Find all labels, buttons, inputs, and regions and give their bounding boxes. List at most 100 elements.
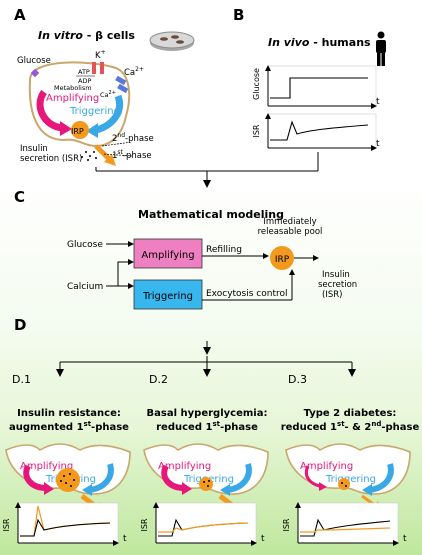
panel-d-letter: D xyxy=(14,316,26,334)
isr-label-c-3: (ISR) xyxy=(322,290,342,300)
amplifying-arrowhead xyxy=(60,121,72,136)
d1-label: D.1 xyxy=(12,373,31,386)
d1-amplifying-label: Amplifying xyxy=(20,461,73,472)
panel-b-title: In vivo - humans xyxy=(268,36,371,49)
amplifying-box xyxy=(133,238,203,269)
d3-t-label: t xyxy=(403,534,407,544)
ca-outer-label: Ca2+ xyxy=(124,66,144,78)
d1-title-2: augmented 1st-phase xyxy=(9,420,129,433)
calcium-to-amplifying xyxy=(117,259,134,286)
pool-label-2: releasable pool xyxy=(258,227,323,237)
subpanel-d2: D.2 Basal hyperglycemia: reduced 1st-pha… xyxy=(140,373,269,546)
triggering-box xyxy=(133,279,203,310)
d2-cell xyxy=(143,443,269,495)
cell-membrane xyxy=(28,61,131,148)
connector-ab-c xyxy=(95,152,319,188)
d3-title-2: reduced 1st- & 2nd-phase xyxy=(281,420,420,433)
triggering-arrowhead xyxy=(86,123,98,138)
d1-isr-trace-black xyxy=(20,518,111,537)
d2-title-2: reduced 1st-phase xyxy=(156,420,258,433)
ca-channel-icon-2 xyxy=(117,83,129,94)
isr-label-a-2: secretion (ISR) xyxy=(20,154,82,164)
isr-trace-b xyxy=(270,120,369,141)
amplifying-label-a: Amplifying xyxy=(46,93,99,104)
panel-b-letter: B xyxy=(233,6,244,24)
t-label-b1: t xyxy=(376,97,380,107)
d3-isr-trace-black xyxy=(300,518,391,537)
calcium-input-label: Calcium xyxy=(67,282,103,292)
k-channel-icon xyxy=(92,62,96,74)
d2-triggering-arrow xyxy=(227,463,252,493)
irp-label-c: IRP xyxy=(275,255,290,265)
irp-label-a: IRP xyxy=(71,127,84,136)
isr-label-c-1: Insulin xyxy=(322,270,350,280)
amplifying-arrow xyxy=(36,89,63,132)
second-phase-pointer xyxy=(101,141,133,147)
refilling-label: Refilling xyxy=(206,245,242,255)
d3-triggering-label: Triggering xyxy=(325,474,376,485)
panel-b: B In vivo - humans Glucose t ISR t xyxy=(233,6,386,151)
d1-title-1: Insulin resistance: xyxy=(17,408,121,419)
secretion-arrowhead xyxy=(104,154,116,166)
d1-isr-axis: ISR xyxy=(2,518,11,531)
subpanel-d1: D.1 Insulin resistance: augmented 1st-ph… xyxy=(2,373,131,546)
panel-d: D D.1 Insulin resistance: augmented 1st-… xyxy=(2,316,420,546)
first-phase-label: 1st-phase xyxy=(112,149,152,161)
d2-t-label: t xyxy=(261,534,265,544)
irp-granule-c xyxy=(270,246,294,270)
amplifying-box-label: Amplifying xyxy=(141,250,194,261)
ca-inner-label: Ca2+ xyxy=(100,90,116,99)
irp-granule-icon xyxy=(71,121,89,139)
insulin-dots xyxy=(81,151,97,161)
d2-amplifying-label: Amplifying xyxy=(158,461,211,472)
d2-label: D.2 xyxy=(149,373,168,386)
d2-isr-axis: ISR xyxy=(140,518,149,531)
pool-label-1: Immediately xyxy=(263,217,316,227)
petri-dish-icon xyxy=(149,31,195,51)
d3-isr-trace-orange xyxy=(300,527,391,533)
t-label-b2: t xyxy=(376,139,380,149)
glut-transporter-icon xyxy=(30,68,40,78)
isr-label-a-1: Insulin xyxy=(20,144,48,154)
d1-t-label: t xyxy=(123,534,127,544)
d2-irp-granule xyxy=(199,477,213,491)
glucose-trace xyxy=(270,77,368,99)
k-channel-icon-2 xyxy=(100,62,104,74)
d3-triggering-arrow xyxy=(369,463,394,493)
glucose-label: Glucose xyxy=(17,56,51,66)
panel-c-title: Mathematical modeling xyxy=(138,208,284,221)
d3-amplifying-label: Amplifying xyxy=(300,461,353,472)
adp-label: ADP xyxy=(78,77,91,85)
panel-a-letter: A xyxy=(14,6,26,24)
d3-irp-granule xyxy=(338,478,350,490)
d1-triggering-arrow xyxy=(89,463,114,493)
d3-label: D.3 xyxy=(288,373,307,386)
subpanel-d3: D.3 Type 2 diabetes: reduced 1st- & 2nd-… xyxy=(281,373,420,546)
metabolism-label: Metabolism xyxy=(54,84,92,92)
panel-c-letter: C xyxy=(14,188,25,206)
triggering-label-a: Triggering xyxy=(69,106,120,117)
d2-amplifying-arrow xyxy=(161,464,185,491)
d3-isr-axis: ISR xyxy=(282,518,291,531)
glucose-input-label: Glucose xyxy=(67,240,103,250)
second-phase-label: 2nd-phase xyxy=(112,132,154,144)
ca-channel-icon xyxy=(115,75,127,86)
isr-axis-label-b: ISR xyxy=(252,124,261,137)
first-phase-pointer xyxy=(103,153,133,157)
human-icon xyxy=(376,31,386,66)
triggering-box-label: Triggering xyxy=(142,291,193,302)
d2-isr-trace-orange xyxy=(158,522,249,533)
glucose-chart: Glucose t xyxy=(252,65,380,109)
d3-title-1: Type 2 diabetes: xyxy=(304,408,397,419)
isr-label-c-2: secretion xyxy=(318,280,357,290)
d1-irp-granule xyxy=(56,468,80,492)
glucose-axis-label: Glucose xyxy=(252,68,261,100)
d3-amplifying-arrow xyxy=(304,465,321,488)
isr-chart-b: ISR t xyxy=(252,113,380,151)
panel-a-title: In vitro - β cells xyxy=(38,29,135,42)
secretion-arrow xyxy=(94,144,112,162)
d2-title-1: Basal hyperglycemia: xyxy=(147,408,268,419)
triggering-arrow xyxy=(94,94,123,134)
panel-a: A In vitro - β cells Glucose K+ Ca2+ ATP… xyxy=(14,6,195,166)
